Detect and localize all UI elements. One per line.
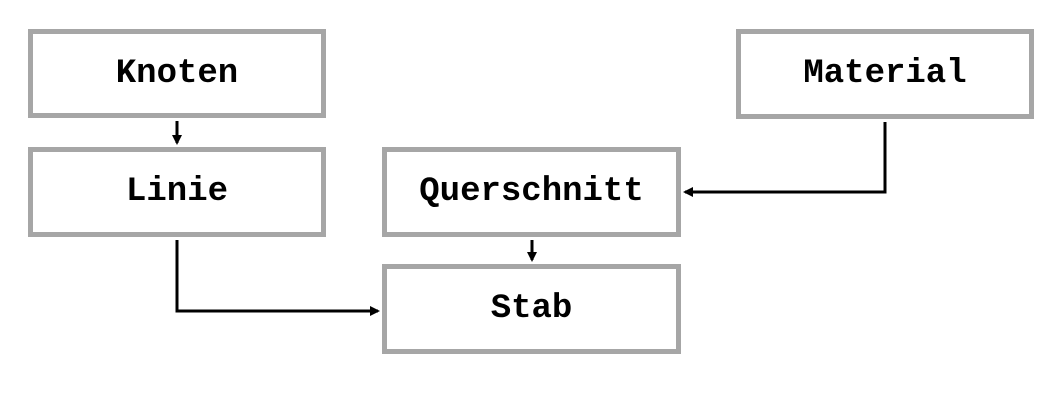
node-material-label: Material (803, 55, 967, 93)
node-stab-label: Stab (490, 290, 573, 328)
node-knoten: Knoten (28, 29, 326, 118)
node-querschnitt: Querschnitt (382, 147, 681, 237)
edge-material-to-querschnitt (683, 122, 887, 197)
node-querschnitt-label: Querschnitt (419, 173, 644, 211)
node-material: Material (736, 29, 1034, 119)
node-linie: Linie (28, 147, 326, 237)
edge-linie-to-stab (175, 240, 380, 316)
node-linie-label: Linie (125, 173, 229, 211)
node-knoten-label: Knoten (115, 54, 239, 93)
node-stab: Stab (382, 264, 681, 354)
